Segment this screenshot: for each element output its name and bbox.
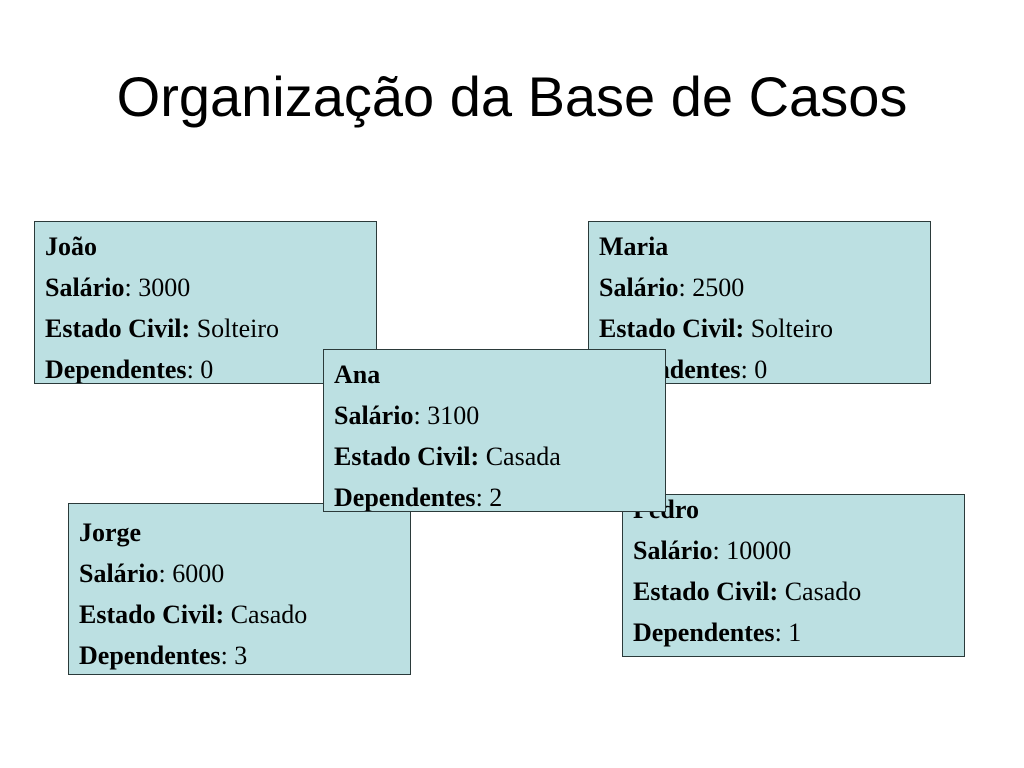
case-name-line: Jorge [79,512,410,553]
dependentes-value: 1 [788,618,802,647]
dependentes-line: Dependentes: 0 [45,355,214,384]
salario-value: 3000 [138,273,191,302]
dependentes-value: 0 [754,355,768,384]
case-name: Maria [599,232,669,261]
case-name: João [45,232,97,261]
dependentes-line: Dependentes: 3 [79,641,248,670]
salario-line: Salário: 3100 [334,401,480,430]
salario-value: 2500 [692,273,745,302]
dependentes-value: 2 [489,483,503,512]
salario-label: Salário [633,536,713,565]
estado-civil-value: Casada [485,442,561,471]
estado-civil-line: Estado Civil: Casada [334,436,665,477]
estado-civil-line: Estado Civil: Casado [633,571,964,612]
salario-line: Salário: 10000 [633,536,792,565]
estado-civil-line: Estado Civil: Solteiro [45,308,376,349]
salario-value: 10000 [726,536,792,565]
case-box-jorge: Jorge Salário: 6000 Estado Civil: Casado… [68,503,411,675]
salario-label: Salário [334,401,414,430]
salario-label: Salário [45,273,125,302]
dependentes-label: Dependentes [79,641,221,670]
estado-civil-value: Solteiro [196,314,280,343]
estado-civil-value: Casado [784,577,862,606]
dependentes-label: Dependentes [45,355,187,384]
salario-label: Salário [79,559,159,588]
estado-civil-line: Estado Civil: Solteiro [599,308,930,349]
estado-civil-line: Estado Civil: Casado [79,594,410,635]
case-box-joao: João Salário: 3000 Estado Civil: Solteir… [34,221,377,384]
estado-civil-label: Estado Civil: [633,577,779,606]
slide-title: Organização da Base de Casos [116,65,908,128]
salario-value: 6000 [172,559,225,588]
salario-line: Salário: 2500 [599,273,745,302]
dependentes-label: Dependentes [633,618,775,647]
case-name-line: João [45,226,376,267]
salario-line: Salário: 6000 [79,559,225,588]
case-name-line: Ana [334,354,665,395]
case-name: Ana [334,360,381,389]
case-name-line: Maria [599,226,930,267]
dependentes-value: 0 [200,355,214,384]
estado-civil-label: Estado Civil: [599,314,745,343]
case-box-ana: Ana Salário: 3100 Estado Civil: Casada D… [323,349,666,512]
salario-value: 3100 [427,401,480,430]
dependentes-label: Dependentes [334,483,476,512]
case-name: Jorge [79,518,142,547]
case-name-line: Pedro [633,495,964,530]
case-box-pedro: Pedro Salário: 10000 Estado Civil: Casad… [622,494,965,657]
estado-civil-label: Estado Civil: [334,442,480,471]
estado-civil-label: Estado Civil: [79,600,225,629]
case-box-maria: Maria Salário: 2500 Estado Civil: Soltei… [588,221,931,384]
dependentes-value: 3 [234,641,248,670]
estado-civil-value: Solteiro [750,314,834,343]
dependentes-line: Dependentes: 2 [334,483,503,512]
salario-label: Salário [599,273,679,302]
salario-line: Salário: 3000 [45,273,191,302]
estado-civil-value: Casado [230,600,308,629]
estado-civil-label: Estado Civil: [45,314,191,343]
dependentes-line: Dependentes: 1 [633,618,802,647]
